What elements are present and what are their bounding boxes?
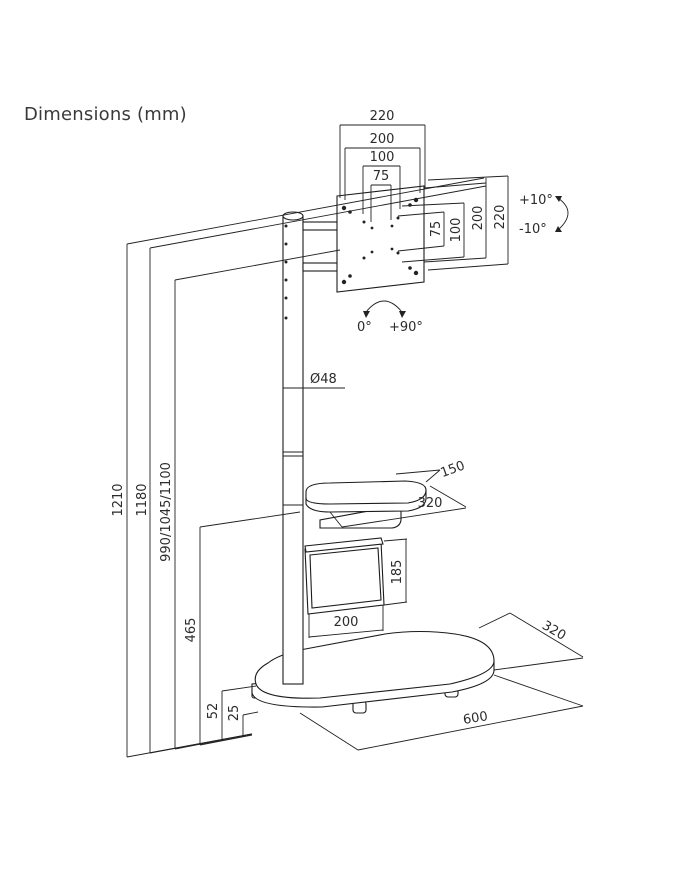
vesa-width-200-label: 200 bbox=[370, 132, 395, 147]
pole bbox=[282, 211, 304, 685]
dimension-lines bbox=[126, 124, 584, 758]
shelf-depth-label: 150 bbox=[439, 458, 467, 481]
vesa-height-100-label: 100 bbox=[449, 218, 464, 243]
height-1210-label: 1210 bbox=[111, 483, 126, 516]
shelf bbox=[305, 480, 427, 529]
mount-height-levels-label: 990/1045/1100 bbox=[159, 462, 174, 562]
basket-height-label: 185 bbox=[390, 560, 405, 585]
base-height-52-label: 52 bbox=[206, 703, 221, 720]
height-1180-label: 1180 bbox=[135, 483, 150, 516]
rotation-start-label: 0° bbox=[357, 320, 372, 335]
tilt-down-label: -10° bbox=[519, 222, 547, 237]
shelf-width-label: 320 bbox=[418, 496, 443, 511]
vesa-height-200-label: 200 bbox=[471, 206, 486, 231]
tilt-up-label: +10° bbox=[519, 193, 553, 208]
pole-diameter-label: Ø48 bbox=[310, 372, 337, 387]
vesa-mount bbox=[302, 185, 425, 293]
rotation-end-label: +90° bbox=[389, 320, 423, 335]
base-width-label: 600 bbox=[462, 709, 489, 728]
vesa-width-100-label: 100 bbox=[370, 150, 395, 165]
tilt-arrow-icon bbox=[555, 196, 569, 232]
base-plate bbox=[251, 630, 495, 714]
rotation-arrow-icon bbox=[363, 300, 406, 318]
pole-body bbox=[282, 215, 304, 685]
vesa-plate bbox=[336, 185, 425, 293]
vesa-width-220-label: 220 bbox=[370, 109, 395, 124]
basket-width-label: 200 bbox=[334, 615, 359, 630]
page-title: Dimensions (mm) bbox=[24, 104, 187, 125]
vesa-height-220-label: 220 bbox=[493, 205, 508, 230]
base-height-25-label: 25 bbox=[227, 705, 242, 722]
shelf-height-465-label: 465 bbox=[184, 618, 199, 643]
vesa-width-75-label: 75 bbox=[373, 169, 390, 184]
basket bbox=[304, 537, 385, 615]
vesa-height-75-label: 75 bbox=[429, 221, 444, 238]
